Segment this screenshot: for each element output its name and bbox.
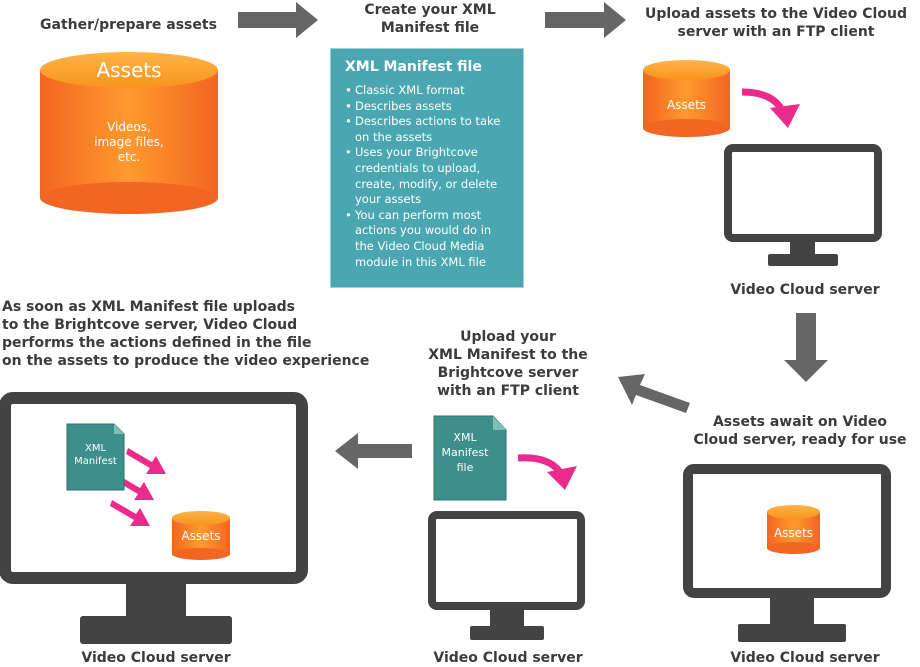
step-upload-assets-label: Upload assets to the Video Cloud server …	[632, 5, 920, 41]
xml-document-small-label: XML Manifest	[67, 442, 124, 468]
xml-document-label: XML Manifest file	[434, 430, 496, 475]
big-cylinder-title: Assets	[40, 58, 218, 82]
arrow-right-1	[238, 2, 318, 38]
curved-arrow-2	[517, 454, 563, 475]
server-label-await: Video Cloud server	[700, 649, 910, 667]
manifest-bullet: Describes actions to take on the assets	[345, 114, 513, 145]
step-process-label: As soon as XML Manifest file uploads to …	[2, 298, 382, 370]
manifest-bullets: Classic XML format Describes assets Desc…	[345, 83, 513, 270]
upload-cylinder-label-text: Assets	[666, 98, 707, 112]
xml-manifest-box: XML Manifest file Classic XML format Des…	[330, 48, 524, 288]
big-cylinder-title-text: Assets	[96, 58, 162, 82]
step-process-line: on the assets to produce the video exper…	[2, 353, 370, 369]
step-await-line: Assets await on Video	[712, 414, 888, 430]
big-cylinder-desc: Videos, image files, etc.	[40, 120, 218, 165]
arrow-down	[784, 313, 828, 382]
server-label-upload: Video Cloud server	[700, 281, 910, 299]
arrow-right-2	[545, 2, 626, 38]
step-upload-manifest-line: with an FTP client	[437, 383, 579, 399]
processing-cylinder-label: Assets	[172, 529, 230, 543]
step-upload-manifest-line: Brightcove server	[437, 365, 579, 381]
arrow-up-left	[618, 374, 690, 413]
server-label-processing: Video Cloud server	[50, 649, 262, 667]
xml-document-small-label-line: Manifest	[74, 456, 117, 467]
monitor-upload	[724, 144, 882, 266]
assets-cylinder-upload	[643, 60, 730, 137]
processing-cylinder-label-text: Assets	[181, 529, 221, 543]
server-label-manifest-text: Video Cloud server	[433, 650, 583, 666]
step-process-line: performs the actions defined in the file	[2, 335, 312, 351]
manifest-bullet: You can perform most actions you would d…	[345, 208, 513, 270]
xml-document-label-line: Manifest	[441, 446, 489, 459]
step-process-line: to the Brightcove server, Video Cloud	[2, 317, 298, 333]
step-gather-label: Gather/prepare assets	[40, 16, 217, 34]
step-await-line: Cloud server, ready for use	[693, 432, 907, 448]
monitor-await	[683, 464, 891, 642]
upload-cylinder-label: Assets	[643, 98, 730, 112]
step-create-label: Create your XML Manifest file	[330, 1, 530, 37]
await-cylinder-label: Assets	[767, 526, 820, 540]
manifest-bullet: Classic XML format	[345, 83, 513, 99]
monitor-processing	[0, 392, 308, 644]
curved-arrow-1-head	[770, 104, 800, 128]
monitor-manifest	[428, 511, 585, 640]
step-await-label: Assets await on Video Cloud server, read…	[690, 413, 910, 449]
xml-document-small-label-line: XML	[84, 443, 107, 454]
xml-document-icon	[433, 415, 507, 501]
step-upload-manifest-line: Upload your	[460, 329, 556, 345]
xml-document-label-line: file	[456, 461, 474, 474]
step-upload-manifest-label: Upload your XML Manifest to the Brightco…	[420, 328, 596, 400]
step-upload-assets-line: Upload assets to the Video Cloud	[645, 6, 907, 22]
big-cylinder-desc-line: Videos,	[107, 120, 151, 134]
step-create-line: Create your XML	[364, 2, 496, 18]
step-upload-assets-line: server with an FTP client	[677, 24, 875, 40]
manifest-bullet: Describes assets	[345, 99, 513, 115]
await-cylinder-label-text: Assets	[773, 526, 814, 540]
xml-document-icon-small	[66, 423, 125, 491]
arrow-left	[335, 433, 412, 469]
manifest-bullet: Uses your Brightcove credentials to uplo…	[345, 145, 513, 207]
step-create-line: Manifest file	[380, 20, 480, 36]
assets-cylinder-large	[40, 52, 218, 214]
xml-document-label-line: XML	[453, 431, 477, 444]
server-label-upload-text: Video Cloud server	[730, 282, 880, 298]
big-cylinder-desc-line: etc.	[117, 150, 141, 164]
manifest-title: XML Manifest file	[345, 59, 482, 75]
step-gather-text: Gather/prepare assets	[40, 17, 217, 33]
server-label-processing-text: Video Cloud server	[81, 650, 231, 666]
big-cylinder-desc-line: image files,	[94, 135, 164, 149]
step-process-line: As soon as XML Manifest file uploads	[2, 299, 296, 315]
server-label-await-text: Video Cloud server	[730, 650, 880, 666]
server-label-manifest: Video Cloud server	[410, 649, 606, 667]
step-upload-manifest-line: XML Manifest to the	[428, 347, 588, 363]
curved-arrow-2-head	[547, 466, 577, 490]
